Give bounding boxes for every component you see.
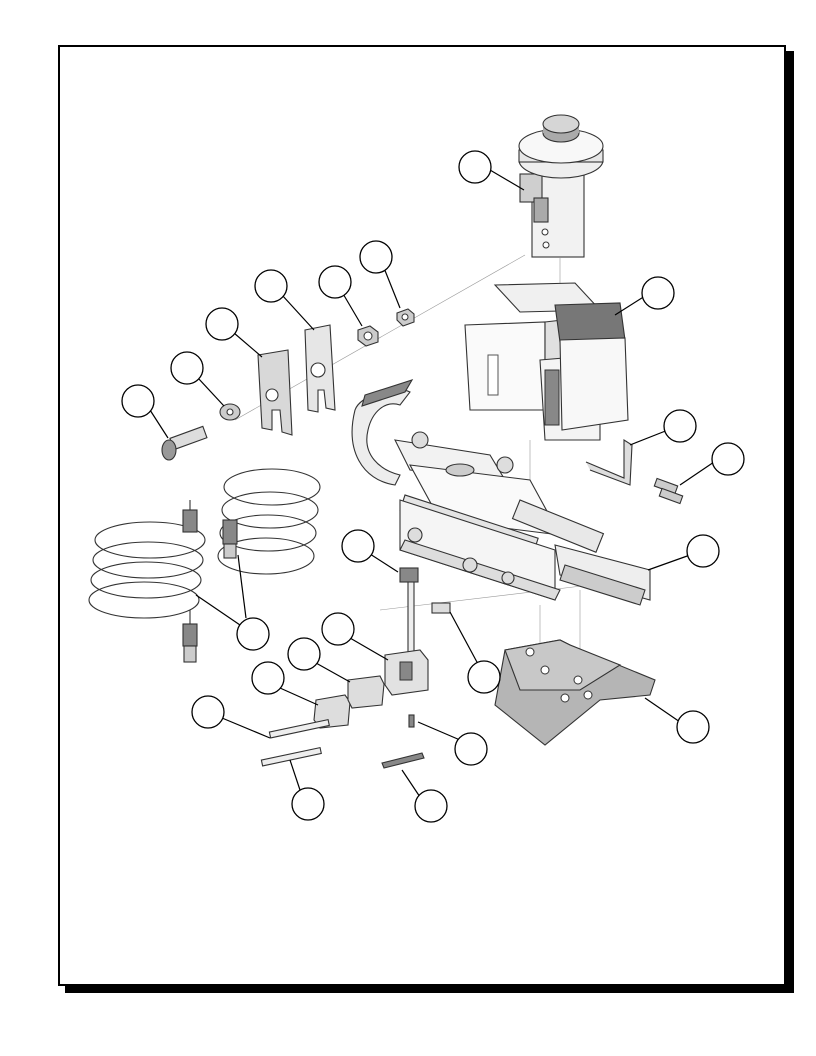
base-plate	[494, 639, 656, 746]
callout-rotary-head	[458, 150, 525, 191]
socket-screws	[431, 477, 684, 614]
callout-balloons	[121, 150, 745, 823]
shoulder-bolt	[161, 425, 208, 461]
callout-hex-nut-a	[318, 265, 363, 327]
callout-coiled-hoses	[195, 554, 270, 651]
rotary-head-assembly	[518, 114, 604, 258]
hex-nut-a	[357, 325, 379, 347]
clamp-block-small	[313, 675, 385, 729]
callout-l-bracket	[629, 409, 697, 446]
callout-socket-screw-small	[449, 611, 501, 694]
callout-hex-nut-b	[359, 240, 401, 309]
callout-shoulder-bolt	[121, 384, 169, 439]
callout-bracket-block	[614, 276, 675, 316]
callout-clamp-large	[321, 612, 389, 661]
callout-clamp-small	[251, 661, 319, 706]
carriage-rail-assembly	[394, 431, 651, 606]
callout-clamp-mid	[287, 637, 351, 683]
hex-nut-b	[396, 308, 415, 327]
spacer-plate-front	[257, 349, 293, 436]
callout-set-screw	[417, 721, 488, 766]
callout-carriage	[647, 534, 720, 571]
callout-guide-rod-top	[341, 529, 399, 573]
spacer-plate-rear	[304, 324, 336, 413]
coiled-hose-right	[217, 468, 321, 575]
blade-strip	[381, 752, 425, 769]
guide-rod	[399, 567, 419, 728]
callout-washer	[170, 351, 225, 407]
long-bolts	[260, 718, 330, 767]
callout-base-plate	[644, 697, 710, 744]
callout-blade-strip	[401, 769, 448, 823]
callout-spacer-rear	[254, 269, 315, 331]
callout-long-bolt-upper	[191, 695, 271, 739]
clamp-block-large	[384, 649, 429, 696]
callout-spacer-front	[205, 307, 263, 358]
mounting-bracket-block	[464, 282, 629, 441]
hose-guide	[351, 379, 414, 486]
flat-washer	[219, 403, 241, 421]
coiled-hose-left	[88, 500, 206, 663]
callout-long-bolt-lower	[289, 759, 325, 821]
callout-socket-screws	[679, 442, 745, 486]
l-bracket	[585, 439, 633, 486]
